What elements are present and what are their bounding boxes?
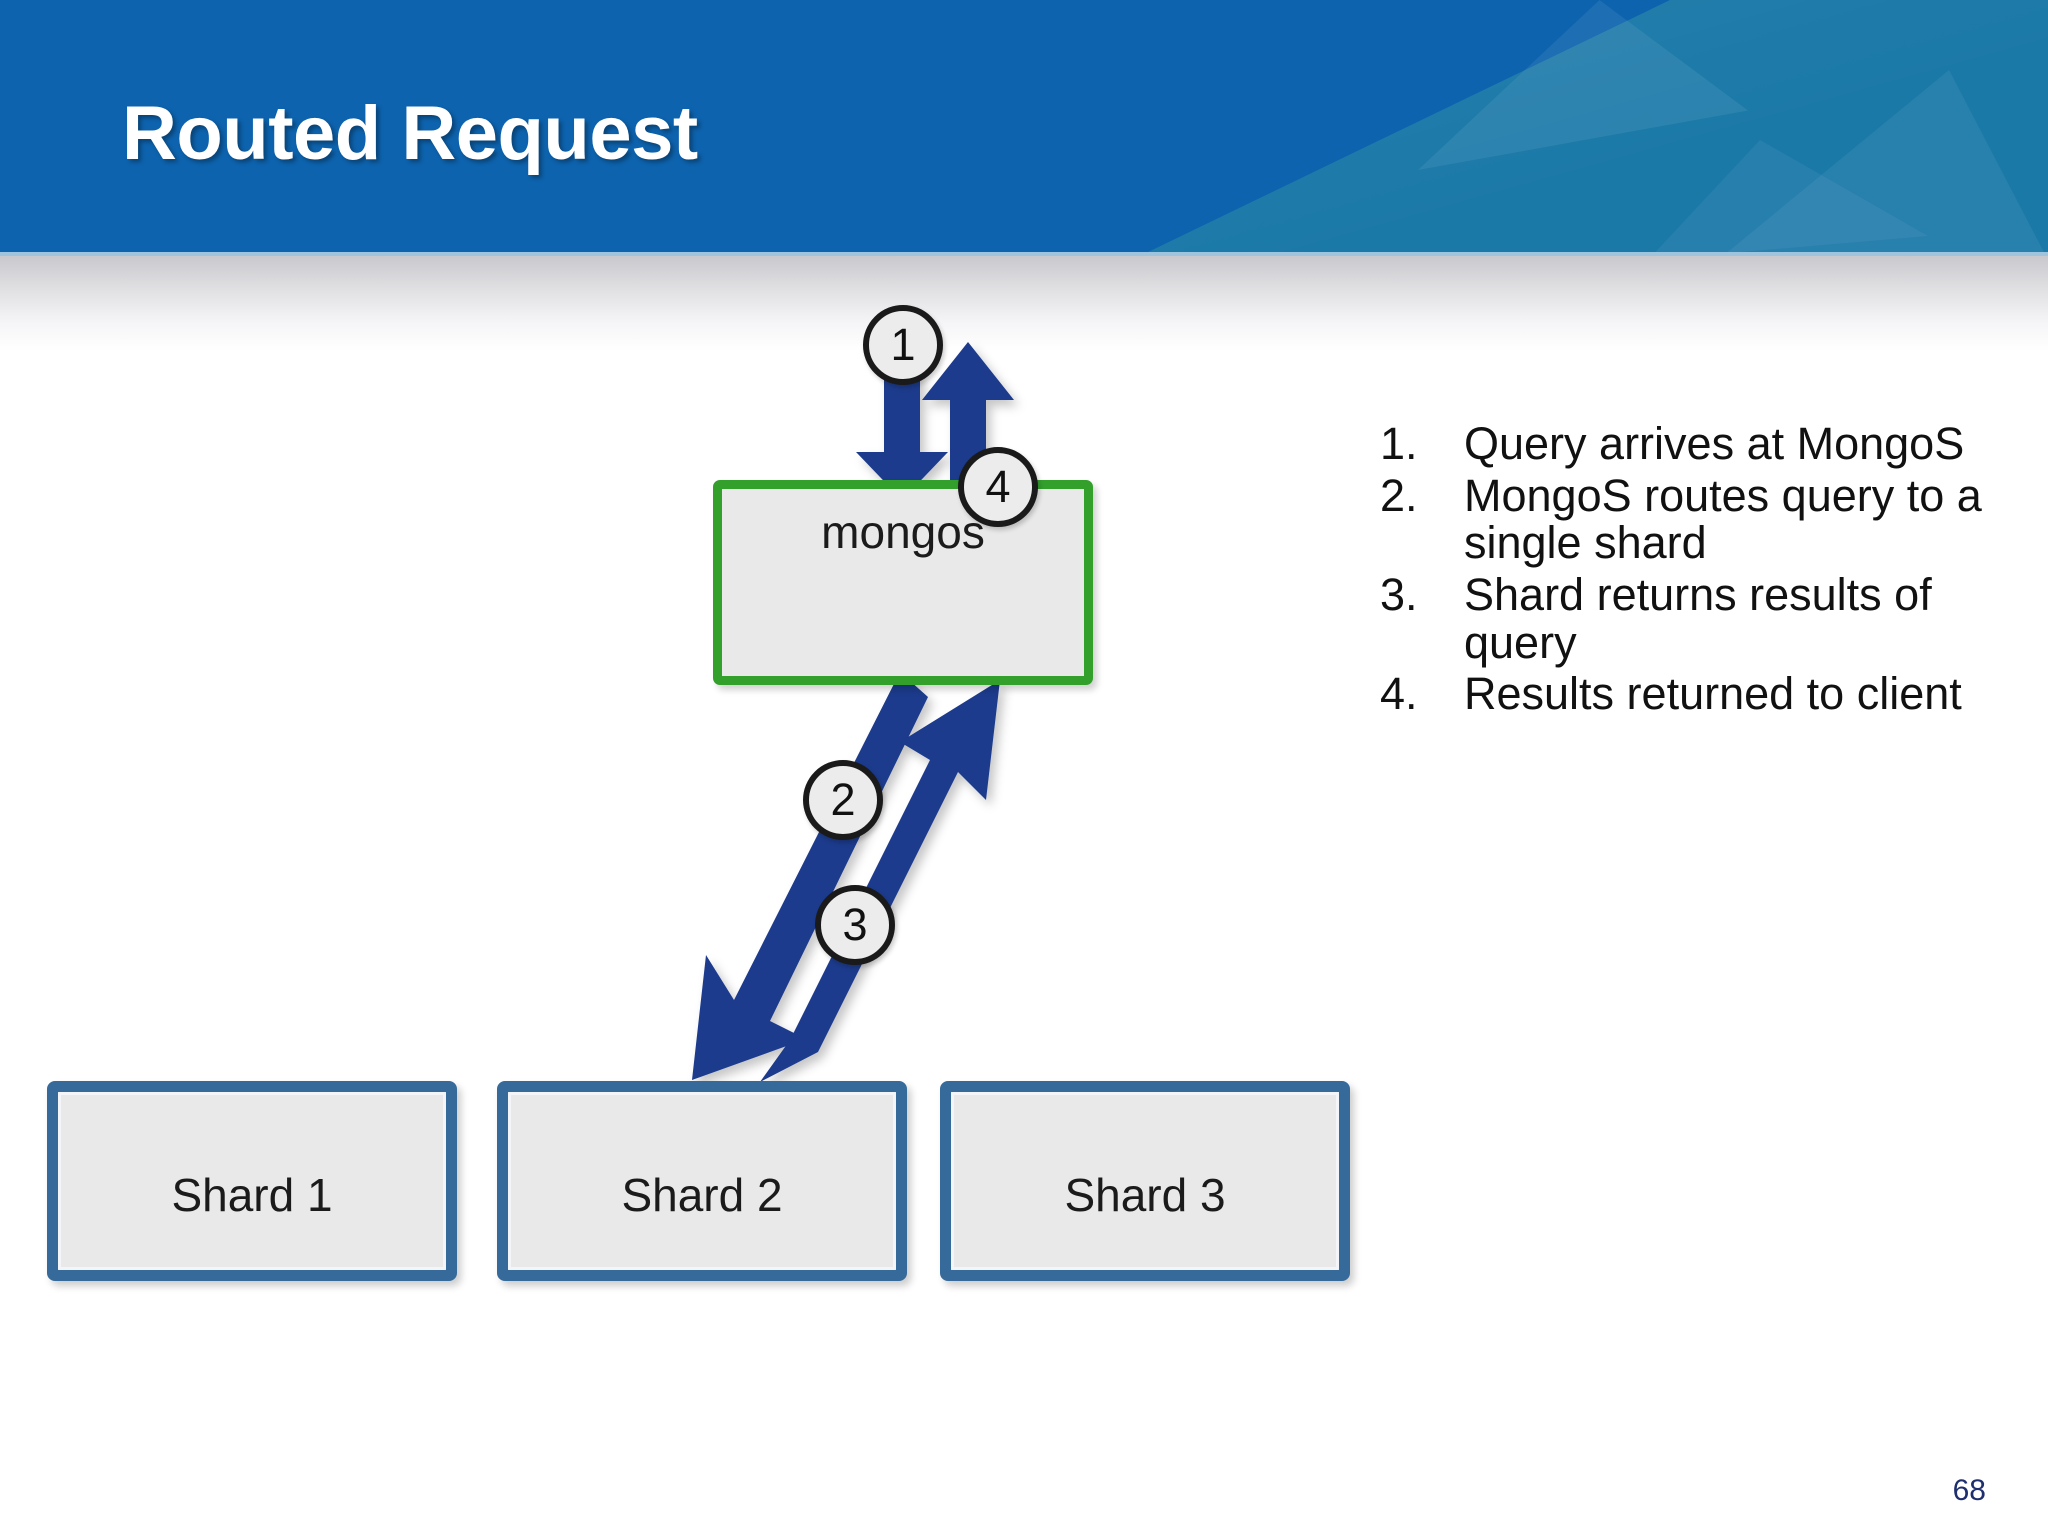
shard-node-1[interactable]: Shard 1 (47, 1081, 457, 1281)
list-item: 3. Shard returns results of query (1380, 569, 2020, 668)
step-badge-3: 3 (815, 885, 895, 965)
list-item-text: Shard returns results of query (1464, 569, 1932, 668)
shard-label: Shard 1 (171, 1169, 333, 1221)
header-underline (0, 252, 2048, 256)
list-item: 1. Query arrives at MongoS (1380, 420, 2020, 468)
shard-label: Shard 2 (621, 1169, 783, 1221)
list-item-number: 3. (1380, 569, 1418, 621)
shard-node-2[interactable]: Shard 2 (497, 1081, 907, 1281)
list-item-number: 2. (1380, 469, 1418, 521)
list-item: 4. Results returned to client (1380, 670, 2020, 718)
steps-list: 1. Query arrives at MongoS 2. MongoS rou… (1380, 420, 2020, 722)
list-item-text: Results returned to client (1464, 668, 1962, 720)
list-item-number: 1. (1380, 418, 1418, 469)
list-item: 2. MongoS routes query to a single shard (1380, 469, 2020, 569)
mongos-node[interactable] (713, 480, 1093, 685)
header-shadow (0, 256, 2048, 351)
list-item-text: MongoS routes query to a single shard (1464, 469, 1982, 569)
arrow-shard-to-mongos (760, 680, 1000, 1082)
step-badge-1: 1 (863, 305, 943, 385)
arrow-mongos-to-shard (692, 672, 928, 1080)
page-title: Routed Request (122, 91, 698, 176)
slide-header (0, 0, 2048, 252)
shard-node-3[interactable]: Shard 3 (940, 1081, 1350, 1281)
step-badge-4: 4 (958, 447, 1038, 527)
page-number: 68 (1952, 1474, 1986, 1507)
mongos-label: mongos (821, 506, 985, 558)
list-item-number: 4. (1380, 668, 1418, 720)
step-badge-2: 2 (803, 760, 883, 840)
shard-label: Shard 3 (1064, 1169, 1226, 1221)
list-item-text: Query arrives at MongoS (1464, 418, 1965, 469)
